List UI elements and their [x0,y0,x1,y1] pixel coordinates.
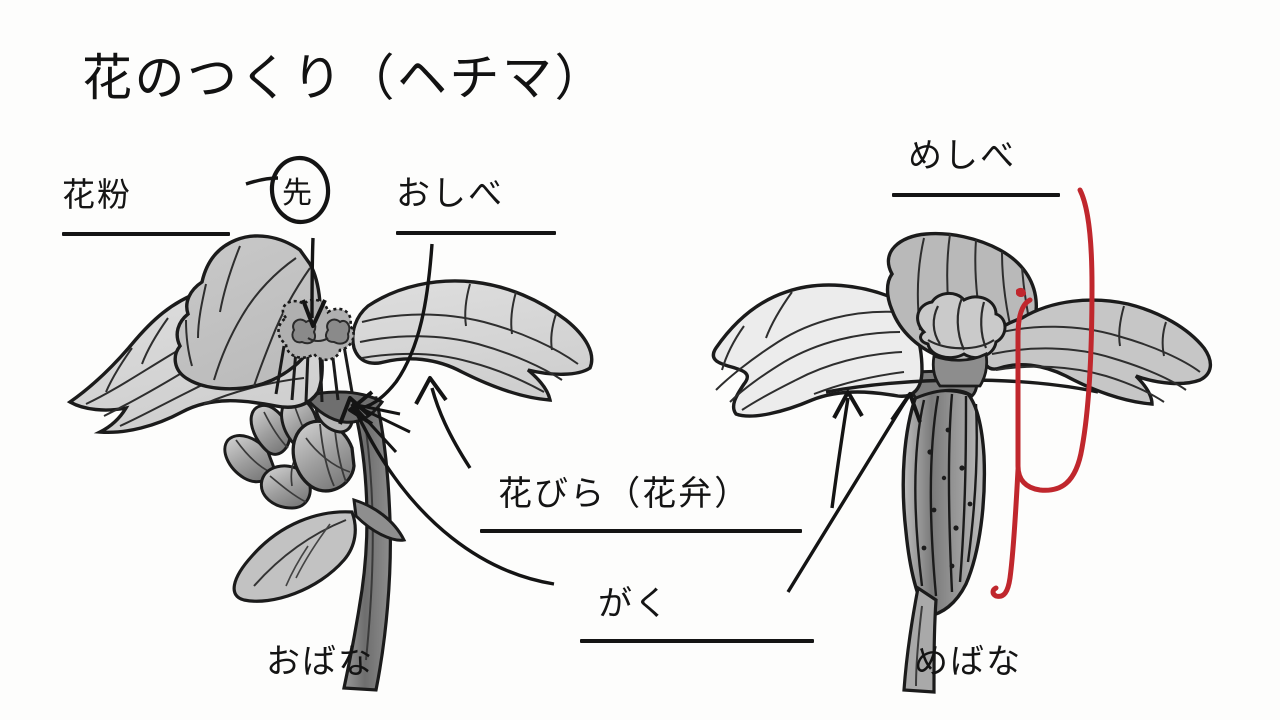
ovary-spots [921,427,973,569]
male-right-petal-veins [359,283,579,393]
tip-circle-outline [269,155,331,225]
caption-male-flower-text: おばな [266,642,375,682]
female-flower-figure [711,187,1212,694]
label-tip-text: 先 [282,176,314,211]
calyx-fan-strokes-left [350,402,411,454]
caption-female-flower: めばな [914,634,1022,683]
male-flower-bud-cluster [223,394,356,510]
label-calyx: がく [580,576,814,643]
male-flower-figure [66,155,594,692]
calyx-pointer-arrow-right [786,392,922,593]
petal-pointer-arrow-left [414,376,472,469]
female-flower-ovary [901,388,987,694]
label-pollen-underline [62,232,230,236]
label-calyx-underline [580,639,814,643]
label-pollen-text: 花粉 [62,175,132,214]
male-flower-anther [277,298,355,362]
label-petal: 花びら（花弁） [480,466,802,533]
label-pollen: 花粉 [62,168,230,236]
female-flower-pistil [916,287,1026,388]
male-flower-petal-right [351,279,594,402]
male-upper-petal-veins [185,245,311,387]
male-flower-leaf [232,497,407,603]
female-flower-petal-left [711,283,924,418]
label-petal-underline [480,529,802,533]
female-left-petal-veins [715,291,905,411]
label-pistil-underline [892,193,1060,197]
pollen-pointer-arrow [301,237,327,328]
label-pistil: めしべ [892,128,1060,197]
page-title: 花のつくり（ヘチマ） [82,38,607,110]
female-right-petal-veins [991,305,1201,403]
caption-male-flower: おばな [266,634,374,683]
caption-female-flower-text: めばな [914,642,1023,682]
label-stamen-underline [396,231,556,235]
label-pistil-text: めしべ [908,136,1017,176]
label-tip-circled: 先 [282,168,314,212]
label-calyx-text: がく [598,584,671,624]
label-petal-text: 花びら（花弁） [498,474,751,514]
label-stamen-text: おしべ [396,174,505,214]
label-stamen: おしべ [396,166,556,235]
petal-pointer-arrow-right [830,390,864,509]
pistil-red-annotation [990,187,1095,599]
page-title-text: 花のつくり（ヘチマ） [82,49,607,107]
